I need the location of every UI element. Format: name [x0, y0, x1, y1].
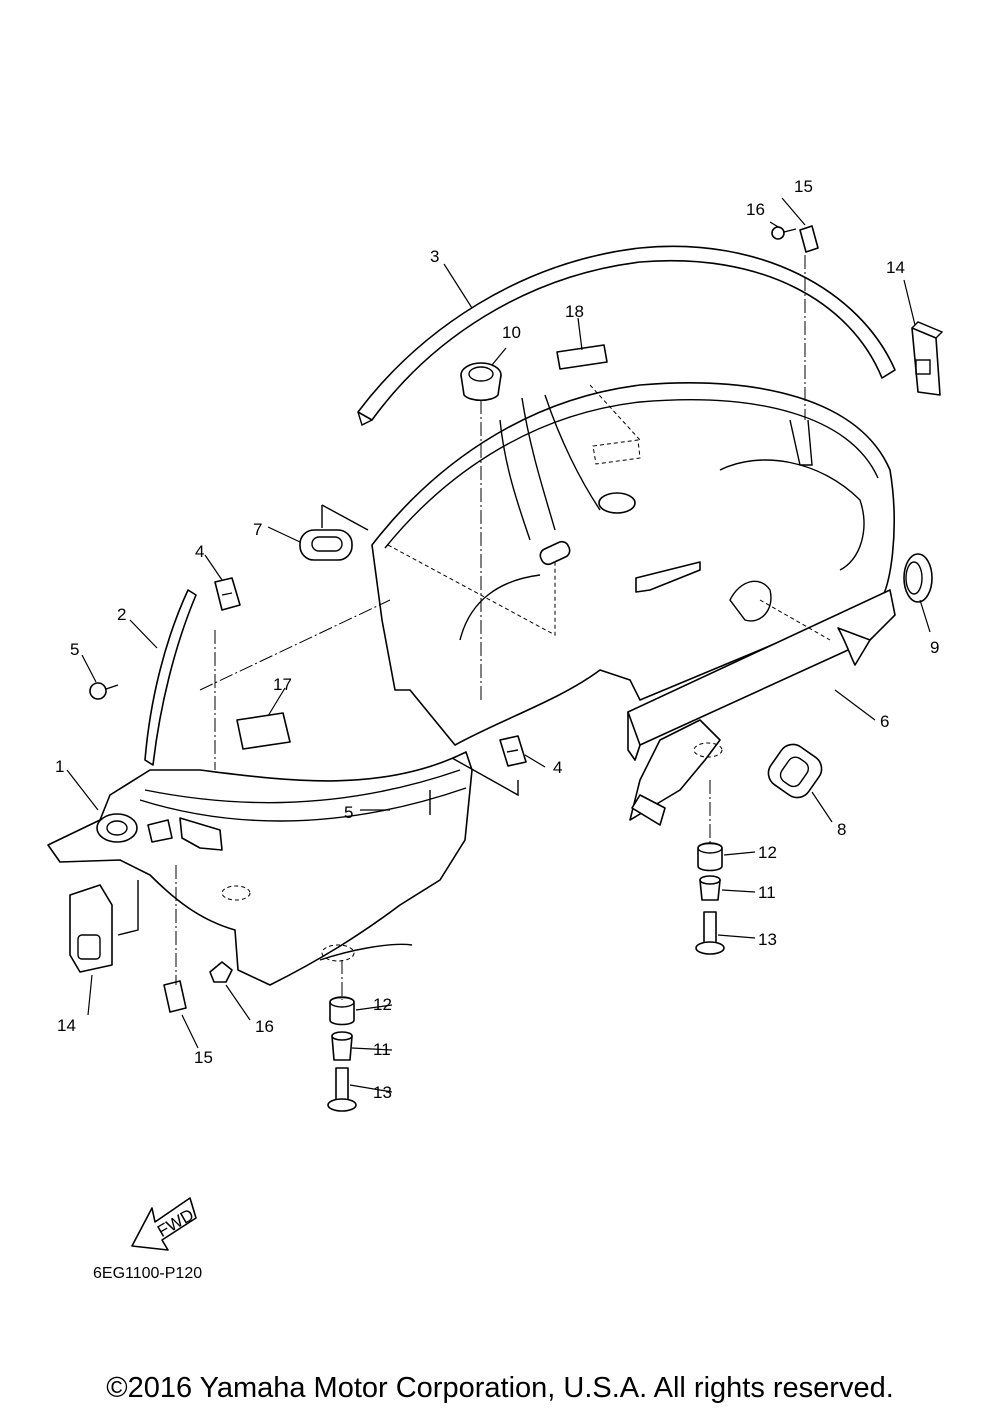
- part-4-clip-lower: [499, 735, 527, 767]
- callout-18: 18: [565, 302, 584, 321]
- callout-14-right: 14: [886, 258, 905, 277]
- part-5-screw-upper: [89, 682, 119, 700]
- part-6-lower-strip: [627, 561, 896, 761]
- callout-1: 1: [55, 757, 64, 776]
- callout-2: 2: [117, 605, 126, 624]
- part-labels: 1 2 3 4 4 5 5 6 7 8 9 10 11 11 12 12 13 …: [55, 177, 939, 1102]
- leader-lines: [66, 197, 931, 1093]
- part-4-clip-upper: [214, 577, 241, 611]
- callout-15-right: 15: [794, 177, 813, 196]
- callout-5-upper: 5: [70, 640, 79, 659]
- callout-4-upper: 4: [195, 542, 204, 561]
- callout-13-right: 13: [758, 930, 777, 949]
- callout-12-left: 12: [373, 995, 392, 1014]
- part-15-clip-left: [163, 980, 187, 1013]
- callout-4-lower: 4: [553, 758, 562, 777]
- callout-7: 7: [253, 520, 262, 539]
- part-12-damper-right: [697, 842, 723, 872]
- part-7-grommet: [299, 529, 353, 561]
- callout-11-left: 11: [373, 1040, 391, 1059]
- part-11-collar-right: [699, 875, 721, 901]
- part-18-label: [556, 344, 641, 465]
- part-10-grommet: [460, 362, 502, 402]
- copyright-notice: ©2016 Yamaha Motor Corporation, U.S.A. A…: [106, 1372, 894, 1404]
- part-13-bolt-right: [695, 911, 725, 955]
- part-9-grommet: [903, 553, 933, 603]
- part-2-front-seal: [144, 589, 197, 766]
- callout-12-right: 12: [758, 843, 777, 862]
- part-8-grommet: [767, 743, 823, 799]
- callout-6: 6: [880, 712, 889, 731]
- callout-5-lower: 5: [344, 803, 353, 822]
- forward-arrow: FWD: [131, 1197, 197, 1251]
- part-6-mount-bracket: [629, 719, 723, 826]
- part-16-screw-right: [771, 226, 797, 240]
- drawing-code: 6EG1100-P120: [93, 1265, 202, 1282]
- callout-16-right: 16: [746, 200, 765, 219]
- part-15-clip-right: [799, 225, 819, 253]
- callout-17: 17: [273, 675, 292, 694]
- part-16-screw-left: [209, 961, 233, 983]
- callout-14-left: 14: [57, 1016, 76, 1035]
- part-12-damper-left: [329, 996, 355, 1026]
- part-14-clip-right: [911, 321, 944, 396]
- callout-11-right: 11: [758, 883, 776, 902]
- assembly-lines: [117, 255, 831, 1000]
- part-17-pad: [236, 712, 291, 750]
- callout-13-left: 13: [373, 1083, 392, 1102]
- callout-10: 10: [502, 323, 521, 342]
- part-14-clip-left: [69, 884, 113, 973]
- part-6-bottom-cowling-rear: [371, 382, 895, 746]
- callout-9: 9: [930, 638, 939, 657]
- part-3-upper-seal: [357, 245, 896, 426]
- part-13-bolt-left: [327, 1067, 357, 1112]
- callout-16-left: 16: [255, 1017, 274, 1036]
- callout-8: 8: [837, 820, 846, 839]
- callout-3: 3: [430, 247, 439, 266]
- callout-15-left: 15: [194, 1048, 213, 1067]
- part-11-collar-left: [331, 1031, 353, 1061]
